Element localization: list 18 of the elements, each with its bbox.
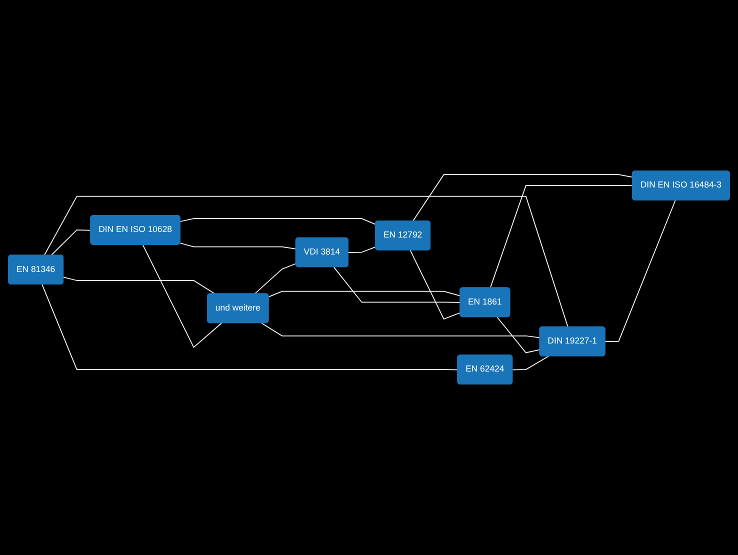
connector [42, 284, 458, 370]
connector [333, 266, 461, 303]
connector [261, 322, 540, 338]
connector [44, 196, 568, 328]
connector [490, 185, 633, 288]
connector [63, 276, 216, 294]
connector [180, 242, 296, 250]
connector [348, 246, 376, 253]
connector [254, 263, 296, 294]
connector [496, 316, 540, 354]
connector [410, 250, 461, 320]
connector [50, 230, 92, 256]
connector [180, 218, 376, 225]
connector [512, 356, 549, 370]
connector [412, 174, 633, 222]
connector [604, 200, 676, 342]
connector [142, 244, 222, 348]
connector [268, 290, 461, 298]
